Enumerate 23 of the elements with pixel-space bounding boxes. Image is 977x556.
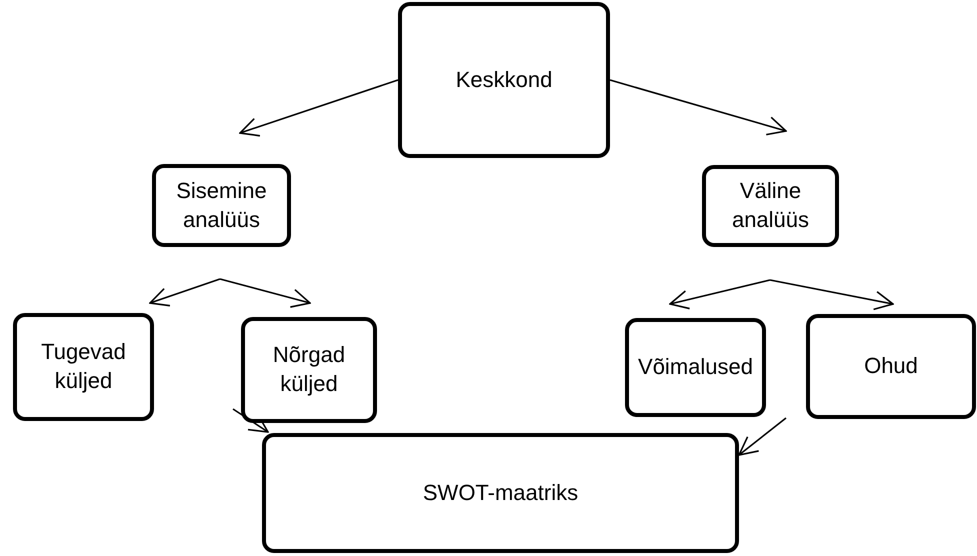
process-box (152, 164, 291, 247)
process-box (241, 317, 377, 423)
node-label: Sisemine analüüs (175, 176, 268, 234)
process-box (398, 2, 610, 158)
node-label: Keskkond (456, 66, 552, 94)
node-label: Tugevad küljed (40, 338, 127, 395)
process-box (625, 318, 766, 417)
node-label: Võimalused (638, 353, 753, 382)
node-label: Ohud (864, 352, 918, 380)
arrow (239, 79, 398, 137)
node-label: Väline analüüs (730, 177, 810, 234)
arrow (770, 279, 894, 310)
arrow (669, 279, 770, 310)
process-box (13, 313, 154, 421)
process-box (262, 433, 739, 553)
node-label: Nõrgad küljed (272, 341, 346, 398)
arrow (149, 278, 220, 306)
node-label: SWOT-maatriks (422, 478, 578, 507)
arrow (738, 417, 786, 456)
process-box (806, 314, 976, 419)
arrow (610, 79, 787, 136)
arrow (220, 278, 311, 308)
process-box (702, 165, 839, 247)
